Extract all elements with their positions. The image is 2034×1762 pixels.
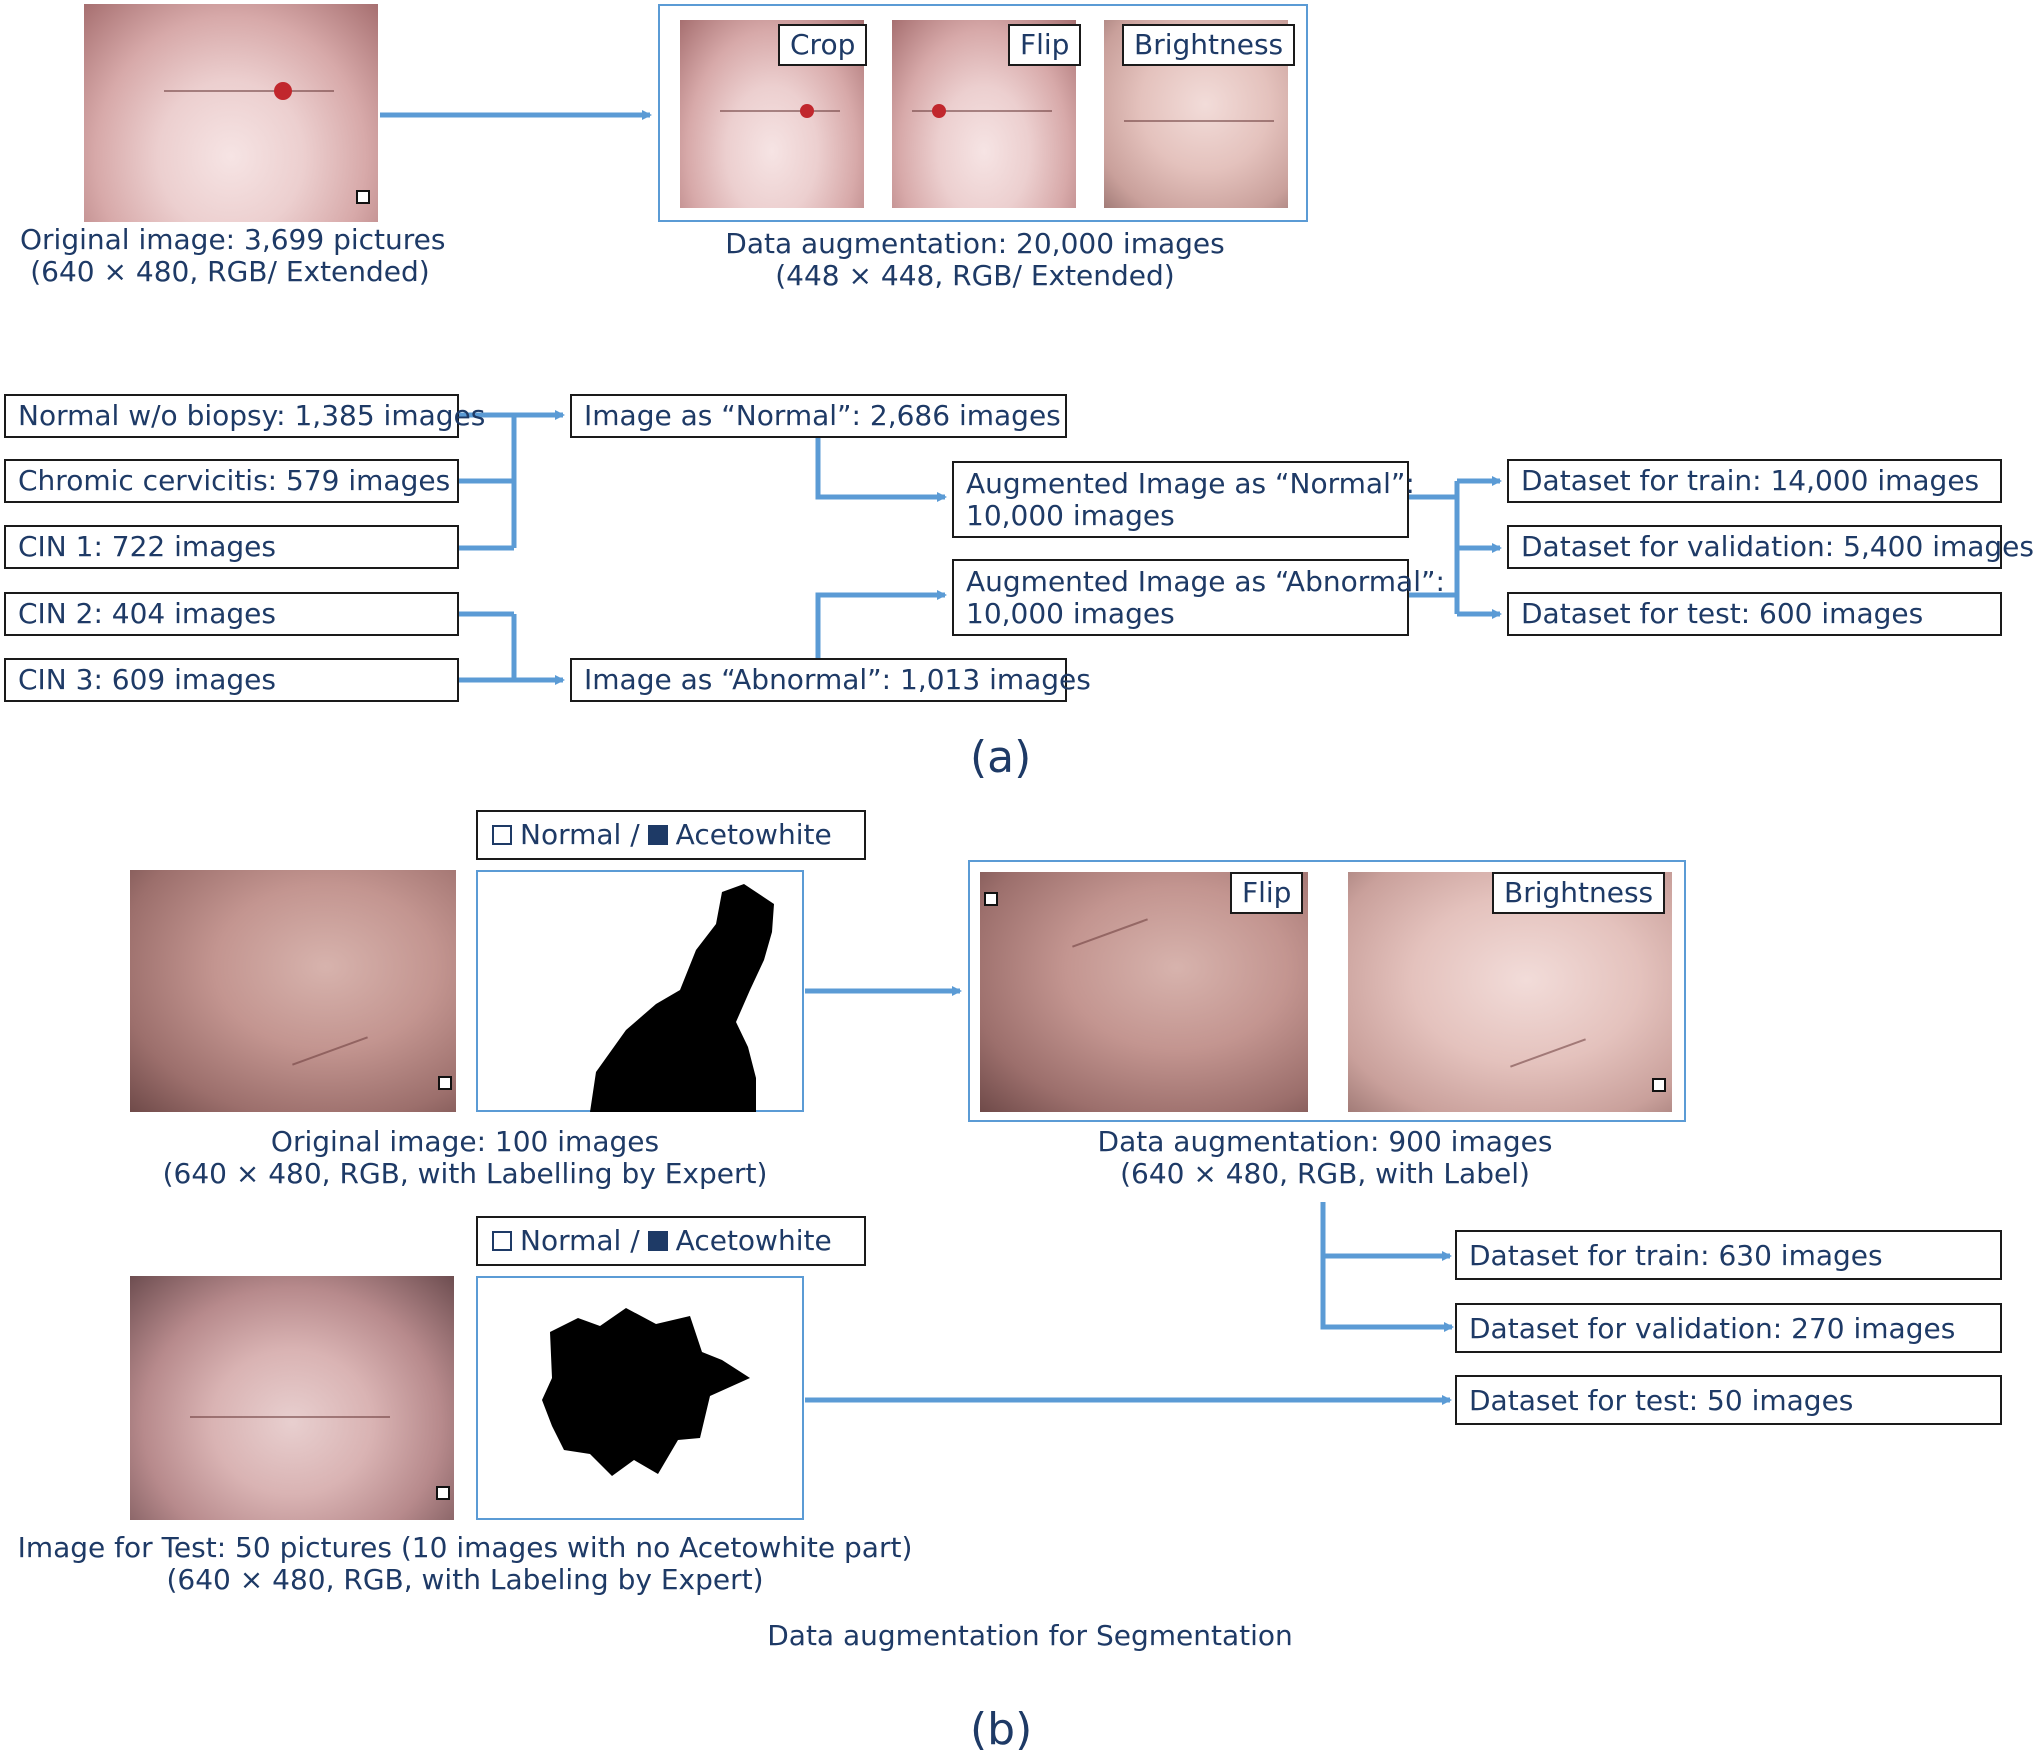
seg-dataset-train-box: Dataset for train: 630 images — [1455, 1230, 2002, 1280]
source-normal-box: Normal w/o biopsy: 1,385 images — [4, 394, 485, 438]
legend-box-bottom: Normal / Acetowhite — [476, 1216, 866, 1266]
segmentation-augmentation-panel: Flip Brightness — [968, 860, 1686, 1122]
original-colposcopy-image — [84, 4, 378, 222]
tag-brightness: Brightness — [1122, 24, 1296, 66]
segmentation-augmentation-caption: Data augmentation: 900 images (640 × 480… — [1097, 1125, 1553, 1190]
part-a-label: (a) — [970, 732, 1032, 783]
original-image-caption: Original image: 3,699 pictures (640 × 48… — [20, 223, 446, 288]
part-b-label: (b) — [970, 1704, 1033, 1755]
dataset-test-box: Dataset for test: 600 images — [1507, 592, 2002, 636]
test-colposcopy-image — [130, 1276, 454, 1520]
seg-dataset-test-box: Dataset for test: 50 images — [1455, 1375, 2002, 1425]
tag-crop: Crop — [778, 24, 868, 66]
acetowhite-legend-swatch-2 — [647, 1231, 668, 1251]
augmentation-panel: Crop Flip Brightness — [658, 4, 1308, 222]
segmentation-subtitle: Data augmentation for Segmentation — [767, 1619, 1293, 1652]
segmentation-original-caption: Original image: 100 images (640 × 480, R… — [162, 1125, 768, 1190]
segmentation-mask-test — [476, 1276, 804, 1520]
abnormal-group-box: Image as “Abnormal”: 1,013 images — [570, 658, 1091, 702]
normal-legend-swatch — [492, 825, 512, 845]
dataset-validation-box: Dataset for validation: 5,400 images — [1507, 525, 2034, 569]
dataset-train-box: Dataset for train: 14,000 images — [1507, 459, 2002, 503]
seg-dataset-validation-box: Dataset for validation: 270 images — [1455, 1303, 2002, 1353]
legend-box-top: Normal / Acetowhite — [476, 810, 866, 860]
segmentation-original-image — [130, 870, 456, 1112]
tag-seg-brightness: Brightness — [1492, 872, 1666, 914]
source-cin3-box: CIN 3: 609 images — [4, 658, 459, 702]
test-image-caption: Image for Test: 50 pictures (10 images w… — [17, 1531, 913, 1596]
tag-seg-flip: Flip — [1230, 872, 1304, 914]
tag-flip: Flip — [1008, 24, 1082, 66]
augmented-abnormal-box: Augmented Image as “Abnormal”: 10,000 im… — [952, 559, 1445, 636]
normal-legend-swatch-2 — [492, 1231, 512, 1251]
acetowhite-legend-swatch — [647, 825, 668, 845]
augmentation-caption: Data augmentation: 20,000 images (448 × … — [725, 227, 1225, 292]
source-cin1-box: CIN 1: 722 images — [4, 525, 459, 569]
segmentation-mask-1 — [476, 870, 804, 1112]
augmented-normal-box: Augmented Image as “Normal”: 10,000 imag… — [952, 461, 1415, 538]
source-cervicitis-box: Chromic cervicitis: 579 images — [4, 459, 459, 503]
normal-group-box: Image as “Normal”: 2,686 images — [570, 394, 1067, 438]
source-cin2-box: CIN 2: 404 images — [4, 592, 459, 636]
